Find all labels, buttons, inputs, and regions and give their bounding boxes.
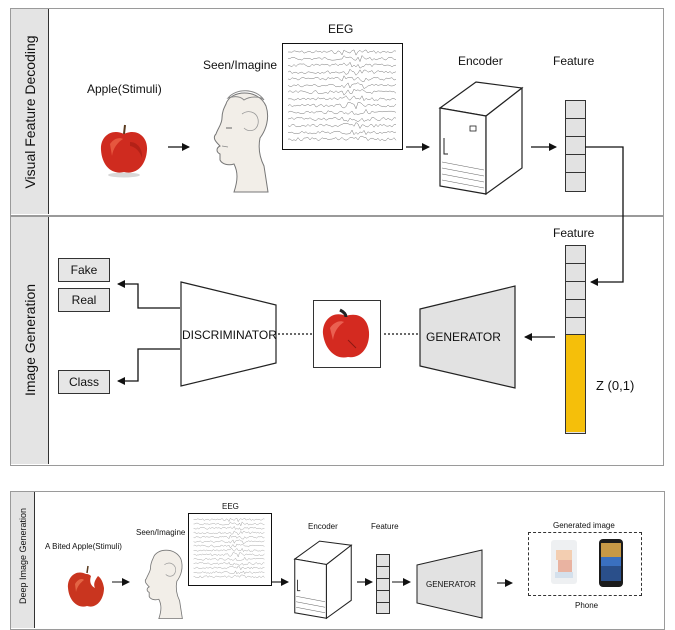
eeg-trace bbox=[193, 526, 265, 531]
eeg-trace bbox=[193, 543, 265, 549]
eeg-trace bbox=[193, 570, 265, 575]
eeg-signal-box bbox=[282, 43, 403, 150]
sidebar-image-generation bbox=[11, 217, 49, 464]
output-class-box: Class bbox=[58, 370, 110, 394]
eeg-trace bbox=[193, 534, 265, 540]
generated-phone-image bbox=[599, 539, 623, 587]
encoder-label-bottom: Encoder bbox=[308, 522, 338, 531]
feature-vector-bottom bbox=[376, 554, 390, 614]
feature-label-bottom: Feature bbox=[371, 522, 399, 531]
generator-label: GENERATOR bbox=[426, 330, 501, 344]
generator-block bbox=[419, 285, 516, 389]
eeg-trace bbox=[193, 561, 265, 566]
generated-phone-blurry-image bbox=[551, 540, 577, 584]
feature-label-middle: Feature bbox=[553, 226, 595, 240]
seen-imagine-label-bottom: Seen/Imagine bbox=[136, 528, 186, 537]
feature-noise-vector bbox=[565, 245, 586, 434]
seen-imagine-label: Seen/Imagine bbox=[203, 58, 278, 72]
bitten-apple-icon bbox=[67, 565, 104, 607]
eeg-trace bbox=[287, 116, 397, 122]
eeg-trace bbox=[287, 88, 397, 96]
eeg-trace bbox=[193, 574, 265, 579]
eeg-trace bbox=[288, 129, 397, 136]
bitten-apple-stimuli-label: A Bited Apple(Stimuli) bbox=[45, 542, 122, 551]
eeg-trace bbox=[287, 102, 397, 110]
generator-label-bottom: GENERATOR bbox=[426, 580, 476, 589]
stimuli-label: Apple(Stimuli) bbox=[87, 82, 162, 96]
eeg-trace bbox=[287, 95, 397, 102]
head-sketch-icon bbox=[213, 90, 269, 193]
eeg-trace bbox=[193, 565, 265, 571]
eeg-trace bbox=[288, 49, 397, 56]
eeg-trace bbox=[193, 521, 265, 527]
noise-segment bbox=[566, 335, 585, 432]
phone-label: Phone bbox=[575, 601, 599, 610]
head-sketch-icon-bottom bbox=[144, 549, 183, 620]
eeg-trace bbox=[193, 539, 265, 544]
encoder-server-icon bbox=[438, 81, 524, 196]
encoder-server-icon-bottom bbox=[293, 540, 353, 620]
eeg-waves-bottom bbox=[193, 517, 265, 579]
eeg-trace bbox=[287, 122, 397, 130]
discriminator-block bbox=[180, 281, 277, 387]
eeg-trace bbox=[193, 517, 265, 523]
generated-image-label: Generated image bbox=[553, 521, 615, 530]
eeg-trace bbox=[287, 75, 397, 82]
eeg-waves bbox=[287, 49, 397, 142]
apple-icon bbox=[100, 124, 148, 178]
eeg-trace bbox=[193, 547, 265, 552]
sidebar-visual-feature-decoding bbox=[11, 9, 49, 214]
eeg-trace bbox=[287, 82, 397, 89]
eeg-trace bbox=[287, 108, 397, 115]
encoder-label: Encoder bbox=[458, 54, 503, 68]
generator-block-bottom bbox=[416, 549, 483, 619]
eeg-trace bbox=[287, 135, 397, 142]
eeg-label-bottom: EEG bbox=[222, 502, 239, 511]
feature-vector-top bbox=[565, 100, 586, 192]
output-fake-box: Fake bbox=[58, 258, 110, 282]
eeg-trace bbox=[287, 55, 397, 63]
eeg-label: EEG bbox=[328, 22, 354, 36]
eeg-trace bbox=[287, 61, 397, 69]
noise-label: Z (0,1) bbox=[596, 378, 635, 393]
discriminator-label: DISCRIMINATOR bbox=[182, 328, 277, 342]
feature-label-top: Feature bbox=[553, 54, 595, 68]
eeg-trace bbox=[287, 68, 397, 76]
eeg-trace bbox=[193, 556, 265, 561]
eeg-trace bbox=[193, 530, 265, 536]
eeg-trace bbox=[193, 552, 265, 558]
output-real-box: Real bbox=[58, 288, 110, 312]
generated-apple-icon bbox=[322, 308, 370, 358]
sidebar-deep-image-generation bbox=[11, 492, 35, 628]
